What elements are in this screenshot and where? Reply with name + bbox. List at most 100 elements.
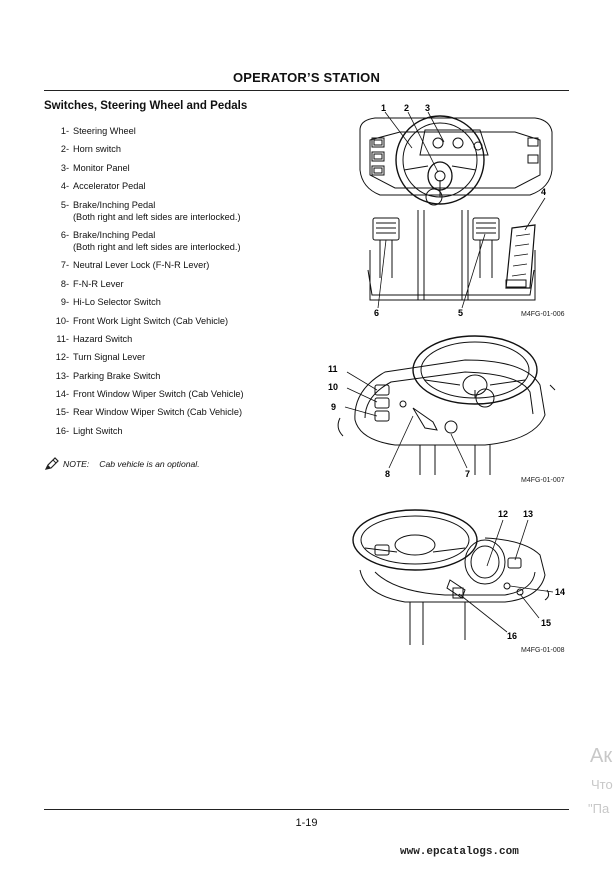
- part-number: 13-: [55, 370, 69, 381]
- callout-7: 7: [465, 469, 470, 479]
- part-description: F-N-R Lever: [69, 278, 124, 290]
- part-name: Rear Window Wiper Switch (Cab Vehicle): [73, 407, 243, 418]
- figure-code-3: M4FG-01-008: [521, 647, 565, 654]
- part-item: 2- Horn switch: [50, 143, 340, 155]
- callout-4: 4: [541, 187, 546, 197]
- part-name: Front Window Wiper Switch (Cab Vehicle): [73, 389, 244, 400]
- part-number: 14-: [55, 389, 69, 400]
- part-description: Parking Brake Switch: [69, 370, 160, 382]
- part-item: 4-Accelerator Pedal: [50, 180, 340, 192]
- part-number: 2-: [60, 144, 69, 155]
- part-description: Hi-Lo Selector Switch: [69, 296, 161, 308]
- section-title: Switches, Steering Wheel and Pedals: [44, 100, 248, 112]
- part-description: Steering Wheel: [69, 125, 136, 137]
- part-item: 6-Brake/Inching Pedal(Both right and lef…: [50, 229, 340, 253]
- part-number: 16-: [55, 425, 69, 436]
- part-name: Brake/Inching Pedal: [73, 199, 156, 210]
- pencil-icon: [44, 457, 59, 470]
- part-name: Parking Brake Switch: [73, 370, 161, 381]
- part-number: 11-: [56, 333, 69, 344]
- callout-3: 3: [425, 103, 430, 113]
- part-number: 9-: [60, 297, 69, 308]
- part-description: Light Switch: [69, 425, 123, 437]
- callout-8: 8: [385, 469, 390, 479]
- part-description: Monitor Panel: [69, 162, 130, 174]
- part-number: 8-: [60, 278, 69, 289]
- watermark-line-3: "Па: [588, 801, 610, 816]
- part-item: 1- Steering Wheel: [50, 125, 340, 137]
- part-name: Turn Signal Lever: [73, 352, 146, 363]
- callout-5: 5: [458, 308, 463, 318]
- part-description: Turn Signal Lever: [69, 351, 145, 363]
- note-label: NOTE:: [63, 459, 90, 469]
- part-item: 9- Hi-Lo Selector Switch: [50, 296, 340, 308]
- part-item: 13- Parking Brake Switch: [50, 370, 340, 382]
- part-number: 4-: [60, 181, 69, 192]
- parts-list: 1- Steering Wheel 2- Horn switch 3- Monitor P…: [50, 125, 340, 443]
- part-description: Rear Window Wiper Switch (Cab Vehicle): [69, 406, 242, 418]
- part-name: Brake/Inching Pedal: [73, 229, 156, 240]
- part-name: Neutral Lever Lock (F-N-R Lever): [73, 260, 210, 271]
- part-description: Neutral Lever Lock (F-N-R Lever): [69, 259, 209, 271]
- callout-12: 12: [498, 509, 508, 519]
- part-item: 7- Neutral Lever Lock (F-N-R Lever): [50, 259, 340, 271]
- note-text: Cab vehicle is an optional.: [99, 459, 200, 469]
- part-number: 3-: [60, 162, 69, 173]
- callout-15: 15: [541, 618, 551, 628]
- part-name: Hi-Lo Selector Switch: [73, 297, 161, 308]
- part-number: 10-: [55, 315, 69, 326]
- callout-9: 9: [331, 402, 336, 412]
- page-number: 1-19: [295, 817, 318, 829]
- callout-16: 16: [507, 631, 517, 641]
- part-name: Monitor Panel: [73, 162, 130, 173]
- part-note: (Both right and left sides are interlock…: [73, 211, 241, 222]
- part-description: Horn switch: [69, 143, 121, 155]
- part-item: 15- Rear Window Wiper Switch (Cab Vehicle…: [50, 406, 340, 418]
- callout-2: 2: [404, 103, 409, 113]
- part-name: F-N-R Lever: [73, 278, 124, 289]
- figure-column-left: 11 10 9 8 7 M4FG-01-007: [328, 335, 565, 484]
- callout-1: 1: [381, 103, 386, 113]
- part-name: Light Switch: [73, 425, 123, 436]
- part-item: 16- Light Switch: [50, 425, 340, 437]
- part-number: 6-: [60, 229, 69, 240]
- part-item: 3- Monitor Panel: [50, 162, 340, 174]
- part-item: 11- Hazard Switch: [50, 333, 340, 345]
- callout-13: 13: [523, 509, 533, 519]
- part-item: 5-Brake/Inching Pedal(Both right and lef…: [50, 199, 340, 223]
- page-title: OPERATOR’S STATION: [232, 70, 381, 85]
- part-number: 15-: [55, 407, 69, 418]
- figure-column-right: 12 13 14 15 16 M4FG-01-008: [352, 509, 565, 654]
- part-description: Front Work Light Switch (Cab Vehicle): [69, 315, 228, 327]
- part-description: Front Window Wiper Switch (Cab Vehicle): [69, 388, 244, 400]
- top-rule: [44, 90, 569, 91]
- part-name: Hazard Switch: [73, 333, 133, 344]
- part-item: 10- Front Work Light Switch (Cab Vehicle): [50, 315, 340, 327]
- part-description: Hazard Switch: [69, 333, 132, 345]
- part-description: Brake/Inching Pedal(Both right and left …: [69, 229, 241, 253]
- callout-14: 14: [555, 587, 565, 597]
- watermark-line-2: Что: [591, 777, 613, 792]
- part-note: (Both right and left sides are interlock…: [73, 241, 241, 252]
- bottom-rule: [44, 809, 569, 810]
- callout-11: 11: [328, 364, 338, 374]
- part-number: 5-: [60, 199, 69, 210]
- part-name: Steering Wheel: [73, 126, 136, 136]
- callout-6: 6: [374, 308, 379, 318]
- figure-code-1: M4FG-01-006: [521, 311, 565, 318]
- part-description: Accelerator Pedal: [69, 180, 146, 192]
- part-name: Front Work Light Switch (Cab Vehicle): [73, 315, 229, 326]
- part-name: Horn switch: [73, 144, 121, 155]
- part-number: 1-: [60, 126, 69, 136]
- part-number: 7-: [60, 260, 69, 271]
- part-description: Brake/Inching Pedal(Both right and left …: [69, 199, 241, 223]
- callout-10: 10: [328, 382, 338, 392]
- figure-steering-pedals: 1 2 3 4 5 6 M4FG-01-006: [359, 103, 565, 318]
- note: NOTE: Cab vehicle is an optional.: [44, 457, 200, 471]
- figure-code-2: M4FG-01-007: [521, 477, 565, 484]
- part-item: 8- F-N-R Lever: [50, 278, 340, 290]
- watermark-line-1: Ак: [590, 745, 613, 767]
- site-url[interactable]: www.epcatalogs.com: [400, 846, 519, 858]
- part-number: 12-: [55, 352, 69, 363]
- part-item: 14- Front Window Wiper Switch (Cab Vehicl…: [50, 388, 340, 400]
